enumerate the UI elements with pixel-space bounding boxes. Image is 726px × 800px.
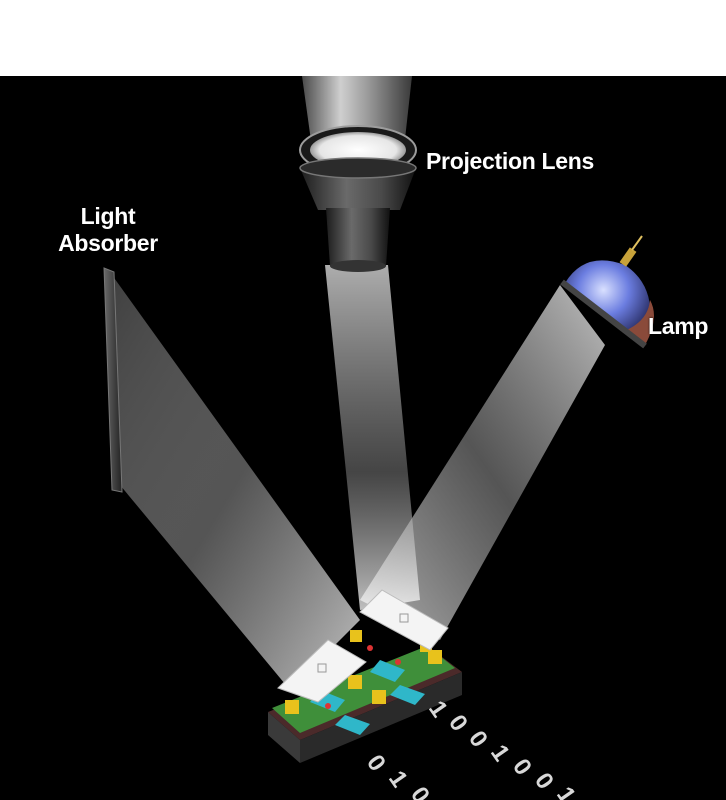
light-absorber-line2: Absorber bbox=[58, 230, 158, 256]
projection-beam bbox=[325, 265, 420, 610]
binary-digit: 0 bbox=[529, 768, 559, 794]
binary-digit: 1 bbox=[383, 766, 413, 792]
lamp-beam bbox=[360, 285, 605, 640]
top-white-band bbox=[0, 0, 726, 76]
lamp-icon bbox=[560, 235, 654, 349]
absorber-beam bbox=[112, 275, 360, 690]
binary-digit: 0 bbox=[507, 754, 537, 780]
binary-digit: 1 bbox=[485, 740, 515, 766]
light-absorber-line1: Light bbox=[80, 203, 136, 229]
dmd-chip-icon bbox=[268, 589, 462, 763]
mirror-off bbox=[277, 639, 367, 703]
binary-digit: 1 bbox=[551, 782, 581, 800]
light-absorber-label: Light Absorber bbox=[58, 203, 158, 257]
binary-digit: 0 bbox=[405, 782, 435, 800]
projection-lens-icon bbox=[299, 76, 417, 272]
binary-digit: 0 bbox=[361, 750, 391, 776]
lamp-label: Lamp bbox=[648, 313, 708, 340]
binary-digit: 0 bbox=[463, 726, 493, 752]
projection-lens-label: Projection Lens bbox=[426, 148, 594, 175]
mirror-on bbox=[359, 589, 449, 651]
binary-digit: 0 bbox=[443, 710, 473, 736]
lamp-text: Lamp bbox=[648, 313, 709, 339]
projection-lens-text: Projection Lens bbox=[426, 148, 595, 174]
light-absorber-icon bbox=[103, 267, 123, 493]
